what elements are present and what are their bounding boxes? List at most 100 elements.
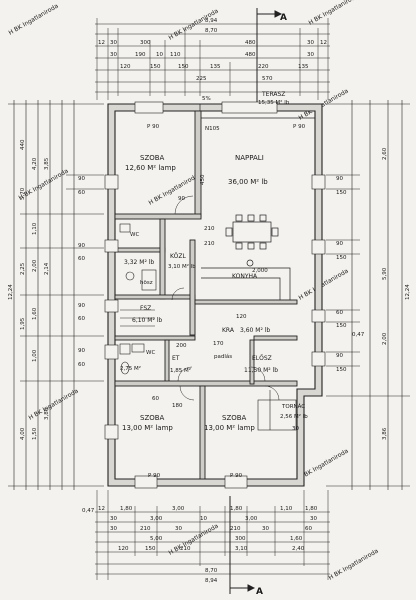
right-dim: 5,90	[382, 267, 388, 280]
left-dim: 4,20	[32, 157, 38, 170]
top-dim: 110	[170, 52, 181, 58]
room-fsz-area: 6,10 M² lb	[132, 317, 162, 324]
bottom-dim: 210	[140, 526, 151, 532]
top-dim: 10	[156, 52, 163, 58]
bottom-dim: 30	[262, 526, 269, 532]
inner-dim: 210	[204, 226, 215, 232]
inner-dim: 170	[213, 341, 224, 347]
door-label: P 90	[148, 473, 161, 479]
left-dim: 1,60	[32, 307, 38, 320]
bottom-dim: 1,80	[305, 506, 318, 512]
section-marker-bottom	[229, 496, 256, 594]
bottom-dim: 150	[145, 546, 156, 552]
room-kozl-area: 3,10 M² lb	[168, 263, 196, 270]
top-overall-dim-a: 8,94	[205, 18, 218, 24]
left-window-dim: 60	[78, 316, 85, 322]
room-ora-area: 3,60 M² lb	[240, 327, 270, 334]
inner-dim: 30	[292, 426, 299, 432]
top-dim: 220	[258, 64, 269, 70]
room-nappali-area: 36,00 M² lb	[228, 178, 268, 186]
bottom-dim: 5,00	[150, 536, 163, 542]
bottom-dim: 300	[235, 536, 246, 542]
bottom-dim: 1,80	[120, 506, 133, 512]
room-wc-top-name: WC	[130, 232, 139, 238]
bottom-dim: 3,00	[172, 506, 185, 512]
inner-dim: 5%	[202, 96, 211, 102]
right-dim: 2,00	[382, 332, 388, 345]
door-swings	[171, 195, 280, 401]
kitchen-counter	[201, 259, 291, 300]
tornac-steps	[257, 390, 297, 431]
right-dim: 2,60	[382, 147, 388, 160]
room-elosz-area: 11,50 M² lb	[244, 367, 278, 374]
room-konyha-name: KONYHA	[232, 273, 258, 280]
left-overall-dim: 12,24	[8, 284, 14, 300]
left-dim: 3,86	[44, 407, 50, 420]
right-window-dim: 150	[336, 190, 347, 196]
right-marker: 0,47	[352, 332, 365, 338]
room-hosz-name: hösz	[140, 280, 153, 286]
right-window-dim: 90	[336, 176, 343, 182]
right-overall-dim: 12,24	[405, 284, 411, 300]
inner-dim: 200	[176, 343, 187, 349]
dining-table	[225, 214, 279, 250]
left-window-dim: 60	[78, 256, 85, 262]
bottom-dim: 30	[310, 516, 317, 522]
left-window-dim: 60	[78, 362, 85, 368]
top-dim: 300	[140, 40, 151, 46]
left-dim: 1,95	[20, 317, 26, 330]
left-dim: 5,70	[20, 187, 26, 200]
bottom-dim: 1,60	[290, 536, 303, 542]
door-label: N105	[205, 126, 220, 132]
bottom-dim: 3,00	[245, 516, 258, 522]
left-window-dim: 90	[78, 243, 85, 249]
room-terasz-name: TERASZ	[261, 91, 285, 98]
fsz-detail	[120, 309, 155, 327]
left-dim: 2,25	[20, 262, 26, 275]
right-dimension-lines	[326, 100, 410, 490]
section-marker-top	[256, 8, 283, 104]
top-dim: 135	[210, 64, 221, 70]
bottom-dim: 3,00	[150, 516, 163, 522]
right-window-dim: 90	[336, 241, 343, 247]
bottom-dim: 60	[305, 526, 312, 532]
room-padlas-name: padlás	[214, 353, 232, 360]
bottom-dim: 120	[118, 546, 129, 552]
room-tornac-name: TORNÁC	[281, 403, 305, 410]
bottom-dim: 1,10	[280, 506, 293, 512]
room-szoba-top-name: SZOBA	[140, 154, 165, 162]
top-dimension-lines	[95, 18, 330, 100]
room-kozl-name: KÖZL	[170, 253, 186, 260]
bottom-dim: 30	[110, 516, 117, 522]
inner-dim: 210	[204, 241, 215, 247]
section-label-bottom: A	[256, 587, 263, 597]
inner-dim: 120	[236, 314, 247, 320]
bottom-dim: 30	[175, 526, 182, 532]
bottom-dim: 2,40	[292, 546, 305, 552]
bottom-dim: 3,10	[235, 546, 248, 552]
room-tornac-area: 2,56 M² lb	[280, 413, 308, 420]
top-dim: 30	[110, 40, 117, 46]
inner-dim: 450	[200, 174, 206, 185]
top-overall-dim-b: 8,70	[205, 28, 218, 34]
bottom-dimension-lines	[95, 490, 330, 580]
top-dim: 135	[298, 64, 309, 70]
right-window-dim: 150	[336, 367, 347, 373]
inner-dim: 90	[178, 196, 185, 202]
bottom-dim: 30	[110, 526, 117, 532]
bottom-left-marker: 0,47	[82, 508, 95, 514]
door-label: P 90	[147, 124, 160, 130]
inner-dim: 60	[152, 396, 159, 402]
room-wc-top-area: 3,32 M² lb	[124, 259, 154, 266]
bottom-dim: 10	[200, 516, 207, 522]
left-dim: 440	[20, 139, 26, 150]
interior-walls	[114, 110, 298, 480]
room-szoba-bm-area: 13,00 M² lamp	[204, 424, 255, 432]
top-dim: 570	[262, 76, 273, 82]
right-dim: 3,86	[382, 427, 388, 440]
room-wc-mid-name: WC	[146, 350, 155, 356]
room-elosz-name: ELŐSZ	[252, 355, 272, 362]
room-nappali-name: NAPPALI	[235, 154, 264, 162]
room-szoba-bl-area: 13,00 M² lamp	[122, 424, 173, 432]
